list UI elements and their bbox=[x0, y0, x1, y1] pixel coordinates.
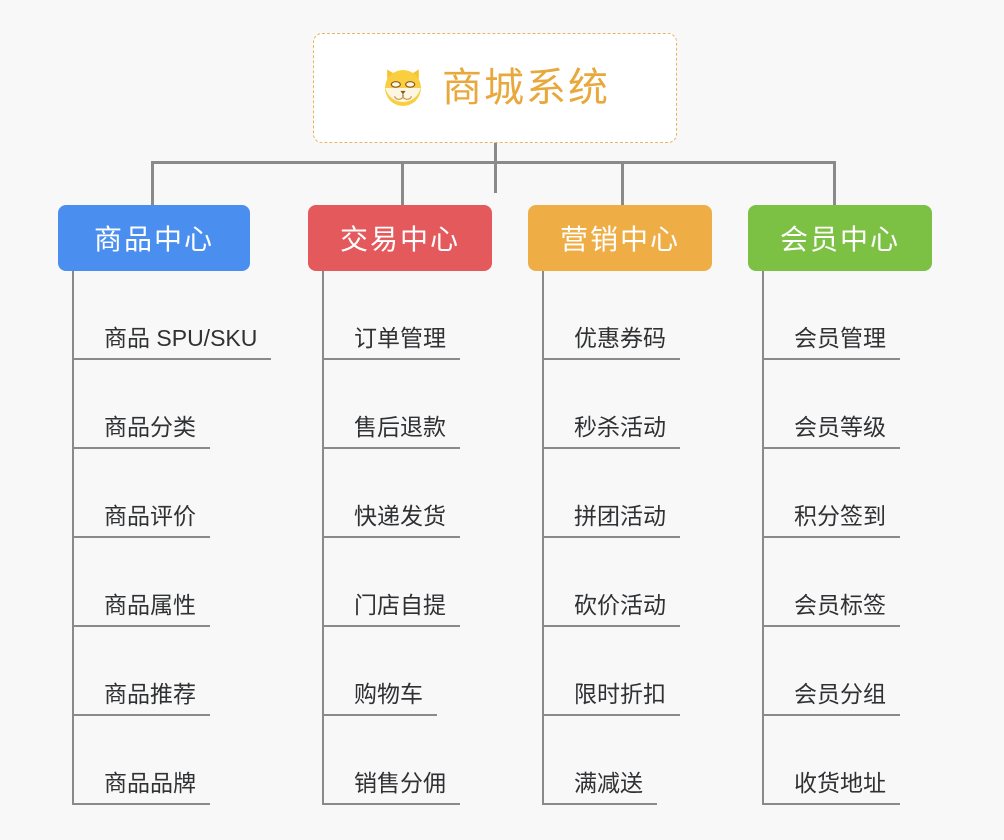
list-item[interactable]: 商品品牌 bbox=[74, 716, 250, 805]
leaf-label: 销售分佣 bbox=[324, 770, 460, 805]
connector-drop-col-3 bbox=[621, 161, 624, 207]
list-item[interactable]: 会员分组 bbox=[764, 627, 932, 716]
leaf-list-trade-center: 订单管理 售后退款 快递发货 门店自提 购物车 销售分佣 bbox=[322, 271, 492, 805]
leaf-label: 商品推荐 bbox=[74, 681, 210, 716]
connector-drop-col-2 bbox=[401, 161, 404, 207]
leaf-list-member-center: 会员管理 会员等级 积分签到 会员标签 会员分组 收货地址 bbox=[762, 271, 932, 805]
list-item[interactable]: 购物车 bbox=[324, 627, 492, 716]
leaf-label: 商品 SPU/SKU bbox=[74, 325, 272, 360]
category-label: 营销中心 bbox=[559, 224, 680, 255]
leaf-label: 会员管理 bbox=[764, 325, 900, 360]
leaf-label: 快递发货 bbox=[324, 503, 460, 538]
list-item[interactable]: 商品推荐 bbox=[74, 627, 250, 716]
list-item[interactable]: 快递发货 bbox=[324, 449, 492, 538]
connector-drop-col-1 bbox=[151, 161, 154, 207]
list-item[interactable]: 商品分类 bbox=[74, 360, 250, 449]
list-item[interactable]: 满减送 bbox=[544, 716, 712, 805]
leaf-label: 门店自提 bbox=[324, 592, 460, 627]
connector-drop-col-4 bbox=[833, 161, 836, 207]
leaf-label: 会员等级 bbox=[764, 414, 900, 449]
category-label: 会员中心 bbox=[779, 224, 900, 255]
column-trade-center: 交易中心 订单管理 售后退款 快递发货 门店自提 购物车 销售分佣 bbox=[308, 205, 492, 805]
category-label: 交易中心 bbox=[339, 224, 460, 255]
list-item[interactable]: 售后退款 bbox=[324, 360, 492, 449]
root-node[interactable]: 商城系统 bbox=[313, 33, 677, 143]
leaf-label: 砍价活动 bbox=[544, 592, 680, 627]
leaf-label: 商品分类 bbox=[74, 414, 210, 449]
list-item[interactable]: 销售分佣 bbox=[324, 716, 492, 805]
category-label: 商品中心 bbox=[93, 224, 214, 255]
connector-bus-bar bbox=[151, 161, 836, 164]
category-header-member-center[interactable]: 会员中心 bbox=[748, 205, 932, 271]
list-item[interactable]: 秒杀活动 bbox=[544, 360, 712, 449]
category-header-trade-center[interactable]: 交易中心 bbox=[308, 205, 492, 271]
list-item[interactable]: 会员标签 bbox=[764, 538, 932, 627]
leaf-label: 商品品牌 bbox=[74, 770, 210, 805]
leaf-label: 商品评价 bbox=[74, 503, 210, 538]
leaf-label: 订单管理 bbox=[324, 325, 460, 360]
list-item[interactable]: 会员管理 bbox=[764, 271, 932, 360]
list-item[interactable]: 门店自提 bbox=[324, 538, 492, 627]
column-product-center: 商品中心 商品 SPU/SKU 商品分类 商品评价 商品属性 商品推荐 商品品牌 bbox=[58, 205, 272, 805]
leaf-label: 积分签到 bbox=[764, 503, 900, 538]
category-header-marketing-center[interactable]: 营销中心 bbox=[528, 205, 712, 271]
category-header-product-center[interactable]: 商品中心 bbox=[58, 205, 250, 271]
leaf-list-marketing-center: 优惠券码 秒杀活动 拼团活动 砍价活动 限时折扣 满减送 bbox=[542, 271, 712, 805]
connector-root-stem bbox=[494, 143, 497, 193]
leaf-label: 商品属性 bbox=[74, 592, 210, 627]
root-title: 商城系统 bbox=[442, 66, 610, 110]
dog-face-icon bbox=[385, 69, 421, 106]
leaf-label: 会员标签 bbox=[764, 592, 900, 627]
list-item[interactable]: 订单管理 bbox=[324, 271, 492, 360]
list-item[interactable]: 拼团活动 bbox=[544, 449, 712, 538]
list-item[interactable]: 商品评价 bbox=[74, 449, 250, 538]
list-item[interactable]: 收货地址 bbox=[764, 716, 932, 805]
column-marketing-center: 营销中心 优惠券码 秒杀活动 拼团活动 砍价活动 限时折扣 满减送 bbox=[528, 205, 712, 805]
list-item[interactable]: 积分签到 bbox=[764, 449, 932, 538]
leaf-label: 优惠券码 bbox=[544, 325, 680, 360]
leaf-label: 秒杀活动 bbox=[544, 414, 680, 449]
list-item[interactable]: 优惠券码 bbox=[544, 271, 712, 360]
list-item[interactable]: 限时折扣 bbox=[544, 627, 712, 716]
leaf-label: 收货地址 bbox=[764, 770, 900, 805]
leaf-label: 购物车 bbox=[324, 681, 437, 716]
leaf-label: 拼团活动 bbox=[544, 503, 680, 538]
leaf-list-product-center: 商品 SPU/SKU 商品分类 商品评价 商品属性 商品推荐 商品品牌 bbox=[72, 271, 272, 805]
leaf-label: 限时折扣 bbox=[544, 681, 680, 716]
list-item[interactable]: 商品 SPU/SKU bbox=[74, 271, 272, 360]
list-item[interactable]: 商品属性 bbox=[74, 538, 250, 627]
leaf-label: 满减送 bbox=[544, 770, 657, 805]
leaf-label: 售后退款 bbox=[324, 414, 460, 449]
leaf-label: 会员分组 bbox=[764, 681, 900, 716]
list-item[interactable]: 砍价活动 bbox=[544, 538, 712, 627]
column-member-center: 会员中心 会员管理 会员等级 积分签到 会员标签 会员分组 收货地址 bbox=[748, 205, 932, 805]
list-item[interactable]: 会员等级 bbox=[764, 360, 932, 449]
